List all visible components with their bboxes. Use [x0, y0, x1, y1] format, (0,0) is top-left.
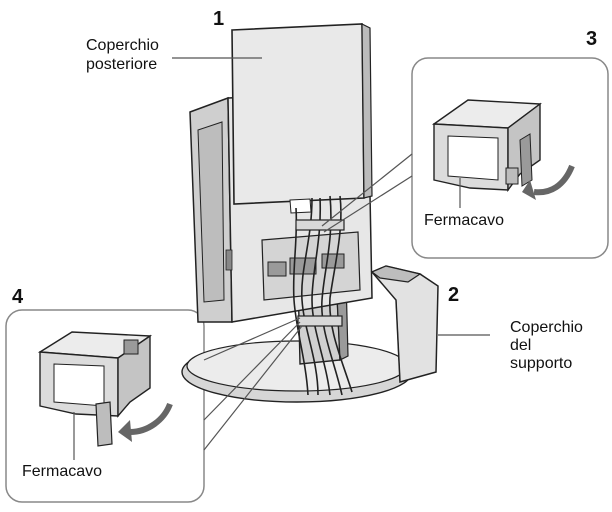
cable-holder-neck [295, 219, 345, 327]
step-number-3: 3 [586, 28, 598, 50]
step-number-2: 2 [448, 284, 460, 306]
rear-cover-label-line2: posteriore [86, 56, 158, 73]
leader-lines [73, 57, 490, 460]
rear-cover [231, 23, 373, 214]
cable-holder-inset4 [37, 331, 173, 447]
stand-cover [370, 265, 439, 383]
rear-cover-label-line1: Coperchio [86, 37, 159, 54]
stand-cover-label-line3: supporto [510, 355, 573, 372]
stand-base [181, 340, 413, 403]
cable-holder-label-top: Fermacavo [424, 212, 505, 229]
step-number-1: 1 [213, 8, 225, 30]
cable-holder-label-bottom: Fermacavo [22, 463, 103, 480]
stand-cover-label-line1: Coperchio [510, 319, 583, 336]
cable-holder-inset3 [431, 99, 575, 200]
step-number-4: 4 [12, 286, 24, 308]
stand-cover-label-line2: del [510, 337, 532, 354]
